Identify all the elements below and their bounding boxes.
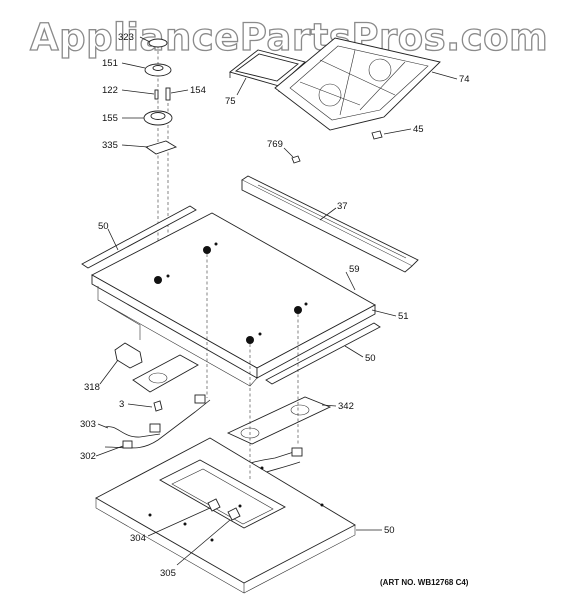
callout-50-right: 50 — [365, 353, 376, 364]
callout-74: 74 — [459, 74, 470, 85]
burner-cap-small-part — [148, 38, 168, 48]
leader-lines — [95, 36, 458, 566]
grate-foot-part — [371, 130, 383, 140]
watermark-text: AppliancePartsPros.com — [30, 16, 548, 59]
orifice-3-part — [153, 400, 163, 412]
burner-box-right — [226, 396, 332, 445]
trim-strip-37 — [241, 175, 419, 273]
callout-37: 37 — [337, 201, 348, 212]
grate-74 — [274, 37, 441, 131]
callout-labels: 323 151 122 154 155 335 75 74 45 769 37 … — [80, 32, 470, 579]
bracket-318-part — [114, 342, 143, 369]
callout-305: 305 — [160, 568, 176, 579]
grate-75 — [229, 49, 306, 92]
callout-335: 335 — [102, 140, 118, 151]
callout-342: 342 — [338, 401, 354, 412]
callout-302: 302 — [80, 451, 96, 462]
clip-769-part — [291, 155, 301, 164]
callout-75: 75 — [225, 96, 236, 107]
callout-122: 122 — [102, 85, 118, 96]
callout-151: 151 — [102, 58, 118, 69]
bottom-pan — [95, 437, 356, 594]
callout-50-left: 50 — [98, 221, 109, 232]
burner-box-left — [132, 354, 199, 393]
callout-154: 154 — [190, 85, 206, 96]
cooktop-main — [91, 212, 376, 387]
burner-cap-stack — [143, 38, 178, 300]
callout-304: 304 — [130, 533, 146, 544]
callout-45: 45 — [413, 124, 424, 135]
callout-318: 318 — [84, 382, 100, 393]
callout-155: 155 — [102, 113, 118, 124]
gasket-right-part — [265, 322, 381, 385]
gas-tubing-left — [104, 394, 211, 449]
callout-323: 323 — [118, 32, 134, 43]
callout-51: 51 — [398, 311, 409, 322]
callout-769: 769 — [267, 139, 283, 150]
callout-3: 3 — [119, 399, 124, 410]
art-number: (ART NO. WB12768 C4) — [380, 578, 469, 587]
callout-59: 59 — [349, 264, 360, 275]
callout-50-bottom: 50 — [384, 525, 395, 536]
gasket-left-part — [81, 205, 197, 269]
burner-plate-part — [144, 140, 178, 155]
callout-303: 303 — [80, 419, 96, 430]
